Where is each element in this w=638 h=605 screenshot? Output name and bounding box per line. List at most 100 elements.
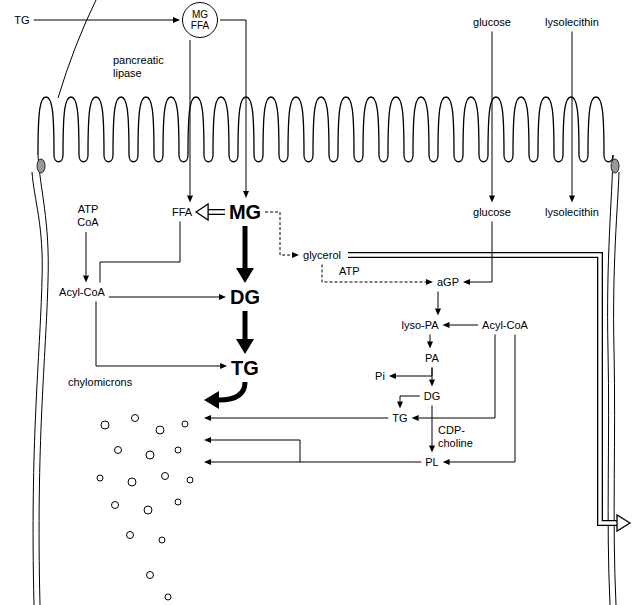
reaction-arrow bbox=[569, 32, 575, 203]
metabolite-label: FFA bbox=[170, 205, 194, 220]
reaction-arrow bbox=[463, 222, 492, 286]
connector-line bbox=[419, 335, 495, 419]
metabolite-label: TG bbox=[229, 356, 261, 380]
arrowhead bbox=[204, 459, 211, 465]
metabolite-label: aGP bbox=[435, 275, 461, 290]
reaction-arrow bbox=[83, 232, 89, 283]
node-text: aGP bbox=[437, 276, 459, 289]
reaction-arrow bbox=[109, 294, 226, 300]
chylomicron bbox=[175, 447, 181, 453]
reaction-arrow bbox=[236, 311, 254, 354]
connector-line bbox=[432, 406, 433, 446]
metabolite-label: lyso-PA bbox=[399, 318, 440, 333]
arrowhead bbox=[220, 363, 227, 369]
connector-line bbox=[470, 222, 492, 283]
reaction-arrow bbox=[389, 368, 432, 380]
node-text: DG bbox=[230, 286, 260, 308]
arrowhead bbox=[187, 196, 193, 203]
reaction-arrow bbox=[429, 406, 435, 453]
connector-line bbox=[34, 20, 173, 21]
enzyme-label: pancreatic lipase bbox=[112, 54, 174, 80]
connector-line bbox=[396, 368, 432, 377]
node-text: ATP bbox=[77, 203, 98, 216]
chylomicron bbox=[156, 426, 164, 434]
node-text: lyso-PA bbox=[401, 319, 438, 332]
node-text: PA bbox=[425, 352, 439, 365]
metabolite-label: PA bbox=[423, 351, 441, 366]
glycerol-exit-arrowhead bbox=[617, 515, 630, 531]
metabolite-label: lysolecithin bbox=[543, 205, 601, 220]
arrowhead bbox=[489, 196, 495, 203]
reaction-arrow bbox=[429, 368, 435, 387]
node-text: glycerol bbox=[303, 249, 341, 262]
phospholipid-branch bbox=[211, 440, 300, 462]
node-text: chylomicrons bbox=[68, 376, 202, 389]
chylomicron bbox=[146, 451, 154, 459]
cofactor-label: ATPCoA bbox=[75, 202, 100, 230]
connector-line bbox=[220, 20, 246, 191]
chylomicron bbox=[132, 415, 139, 422]
metabolite-label: glucose bbox=[471, 205, 513, 220]
glycerol-exit-arrow bbox=[348, 255, 617, 523]
lateral-membrane bbox=[614, 172, 619, 605]
reaction-arrow bbox=[412, 335, 495, 422]
connector-line bbox=[96, 302, 220, 367]
chylomicron-particles bbox=[97, 415, 193, 601]
node-text: Acyl-CoA bbox=[59, 286, 105, 299]
arrowhead bbox=[196, 204, 208, 220]
reaction-arrow bbox=[187, 40, 193, 203]
reaction-arrow bbox=[204, 459, 421, 465]
reaction-arrow bbox=[322, 265, 433, 286]
reaction-arrow bbox=[96, 302, 227, 370]
chylomicron bbox=[97, 475, 103, 481]
reaction-arrow bbox=[489, 32, 495, 203]
metabolite-label: Acyl-CoA bbox=[480, 318, 530, 333]
reaction-arrow bbox=[100, 222, 180, 283]
connector-line bbox=[265, 212, 292, 255]
reaction-arrow bbox=[427, 335, 433, 349]
chylomicron-region: chylomicrons bbox=[68, 376, 202, 556]
reaction-arrow bbox=[265, 212, 299, 258]
lateral-membrane bbox=[32, 172, 42, 605]
connector-line bbox=[208, 209, 225, 215]
chylomicron bbox=[175, 499, 181, 505]
arrowhead bbox=[83, 276, 89, 283]
arrowhead bbox=[463, 279, 470, 285]
metabolite-label: TG bbox=[390, 411, 409, 426]
connector-line bbox=[450, 325, 479, 326]
node-text: TG bbox=[392, 412, 407, 425]
arrowhead bbox=[219, 294, 226, 300]
lumen-label: TG bbox=[12, 13, 31, 28]
arrowhead bbox=[427, 342, 433, 349]
node-text: CoA bbox=[77, 216, 98, 229]
chylomicron bbox=[115, 447, 122, 454]
node-text: glucose bbox=[473, 206, 511, 219]
node-text: FFA bbox=[172, 206, 192, 219]
connector-line bbox=[211, 418, 388, 419]
node-text: TG bbox=[14, 14, 29, 27]
arrowhead bbox=[569, 196, 575, 203]
reaction-arrow bbox=[236, 226, 254, 283]
chylomicron bbox=[101, 421, 109, 429]
fat-droplet-edge bbox=[58, 0, 96, 98]
node-text: lysolecithin bbox=[545, 206, 599, 219]
connector-line bbox=[86, 232, 87, 276]
reaction-arrow bbox=[435, 292, 441, 316]
reaction-arrow bbox=[397, 396, 420, 409]
arrowhead bbox=[204, 415, 211, 421]
reaction-arrow bbox=[34, 17, 180, 23]
connector-line bbox=[400, 396, 420, 402]
connector-line bbox=[322, 265, 426, 283]
metabolite-label: PL bbox=[423, 455, 440, 470]
lateral-membrane bbox=[608, 155, 613, 605]
connector-line bbox=[438, 292, 439, 309]
reaction-arrow bbox=[443, 322, 479, 328]
connector-line bbox=[100, 222, 180, 283]
chylomicron bbox=[127, 532, 134, 539]
arrowhead bbox=[429, 380, 435, 387]
node-text: glucose bbox=[473, 16, 511, 29]
microvilli-membrane bbox=[38, 97, 613, 162]
arrowhead bbox=[243, 191, 249, 198]
